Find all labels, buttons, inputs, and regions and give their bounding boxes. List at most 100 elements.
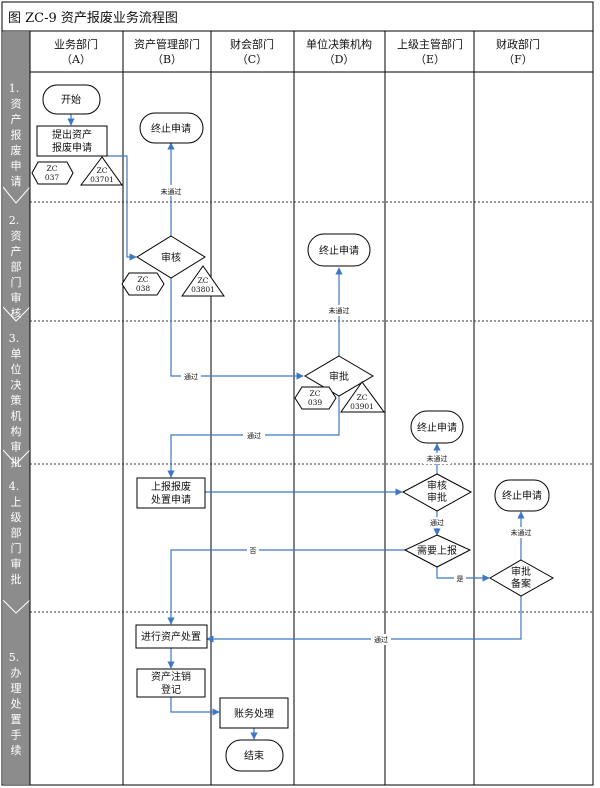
phase-5-char-6: 续 [11,743,22,757]
phase-1-char-3: 报 [11,128,22,142]
tag-zc03901-line2: 03901 [350,402,374,411]
phase-4-number: 4. [9,480,20,493]
phase-3-char-4: 策 [11,393,22,407]
tag-zc03801-line1: ZC [198,276,209,285]
lane-f-name: 财政部门 [496,37,540,51]
tag-zc039-hexagon [294,386,337,410]
approve-f-diamond[interactable] [489,559,555,597]
label-passed-e: 通过 [430,518,444,527]
lane-d-code: （D） [324,53,355,66]
tag-zc039-line2: 039 [308,398,323,407]
need-report-label: 需要上报 [417,544,457,557]
phase-2-char-3: 部 [11,260,22,274]
review-diamond[interactable] [136,235,206,279]
phase-3-char-7: 审 [11,440,22,454]
phase-4-char-3: 部 [11,526,22,540]
phase-4-char-1: 上 [11,496,22,509]
phase-2-char-1: 资 [11,230,22,243]
approve-f-label-2: 备案 [511,577,531,590]
lane-b-code: （B） [152,53,182,66]
phase-4-char-6: 批 [11,572,22,586]
phase-4-char-4: 门 [11,541,22,555]
stop4-node[interactable] [494,479,550,512]
lane-f-code: （F） [503,53,533,66]
approve-d-label: 审批 [329,370,349,383]
end-label: 结束 [244,749,264,762]
tag-zc037-hexagon [31,161,74,185]
stop1-label: 终止申请 [151,122,191,135]
phase-1-number: 1. [9,82,20,95]
label-not-passed-1: 未通过 [161,187,182,196]
phase-5-char-2: 理 [11,682,22,695]
edge-labels: 未通过 通过 未通过 通过 未通过 通过 否 是 未通过 通过 [157,185,535,645]
cancel-node[interactable] [136,668,206,698]
end-node[interactable] [225,739,284,772]
label-not-passed-3: 未通过 [427,454,448,463]
nodes: 开始 提出资产 报废申请 ZC 037 ZC 03701 终止申请 审核 ZC … [31,84,555,772]
phase-bar [3,32,30,784]
approve-f-label-1: 审批 [511,565,531,578]
report-node[interactable] [136,477,206,509]
lane-c-name: 财会部门 [230,37,274,51]
phase-5-char-3: 处 [11,698,22,711]
label-passed-f: 通过 [374,635,388,644]
dispose-node[interactable] [135,624,208,649]
apply-label-1: 提出资产 [52,128,92,141]
tag-zc03701-triangle [80,156,123,186]
review-e-label-1: 审核 [427,479,447,492]
start-label: 开始 [61,93,81,106]
phase-3-char-1: 单 [11,348,22,361]
label-passed-d-b: 通过 [247,431,261,440]
phase-3-char-8: 批 [11,455,22,469]
phase-1-char-6: 请 [11,175,22,188]
edge-cancel-accounting [170,697,220,716]
stop3-label: 终止申请 [417,421,457,434]
tag-zc037-line1: ZC [47,164,58,173]
stop4-label: 终止申请 [502,489,542,502]
label-no: 否 [250,547,257,555]
tag-zc03701-line2: 03701 [90,175,114,184]
lane-d-name: 单位决策机构 [306,37,372,51]
phase-4-char-2: 级 [11,511,22,524]
review-label: 审核 [161,251,181,264]
tag-zc038-hexagon [121,272,165,296]
report-label-2: 处置申请 [151,493,191,506]
phase-3-char-2: 位 [11,362,22,376]
tag-zc03901-triangle [340,381,385,413]
diagram-title: 图 ZC-9 资产报废业务流程图 [8,10,178,26]
phase-5-char-4: 置 [11,713,22,726]
need-report-diamond[interactable] [403,534,472,568]
review-e-diamond[interactable] [401,473,473,512]
approve-d-diamond[interactable] [304,355,374,397]
phase-sidebar: 1.资产报废申请2.资产部门审核3.单位决策机构审批4.上级部门审批5.办理处置… [2,32,31,784]
lane-a-code: （A） [61,53,91,66]
stop1-node[interactable] [139,112,204,144]
tag-zc03801-line2: 03801 [191,285,215,294]
lane-e-name: 上级主管部门 [397,37,463,51]
phase-3-char-3: 决 [11,379,22,392]
apply-node[interactable] [36,125,108,157]
cancel-label-2: 登记 [161,683,181,696]
stop3-node[interactable] [410,410,464,444]
phase-3-char-6: 构 [11,424,22,438]
edge-need-yes [436,567,490,582]
phase-4-char-5: 审 [11,557,22,571]
label-not-passed-4: 未通过 [511,528,532,537]
lane-dividers [29,31,475,785]
phase-1-char-5: 申 [11,160,22,173]
start-node[interactable] [42,84,101,115]
accounting-node[interactable] [219,697,289,729]
stop2-node[interactable] [307,233,371,267]
tag-zc038-line2: 038 [136,284,151,293]
tag-zc037-line2: 037 [45,173,60,182]
phase-1-char-4: 废 [11,143,22,157]
label-not-passed-2: 未通过 [329,306,350,315]
phase-3-char-5: 机 [11,409,22,423]
edge-need-no [167,549,406,625]
label-yes: 是 [457,575,464,583]
phase-separators [30,201,593,613]
phase-5-number: 5. [9,651,20,664]
